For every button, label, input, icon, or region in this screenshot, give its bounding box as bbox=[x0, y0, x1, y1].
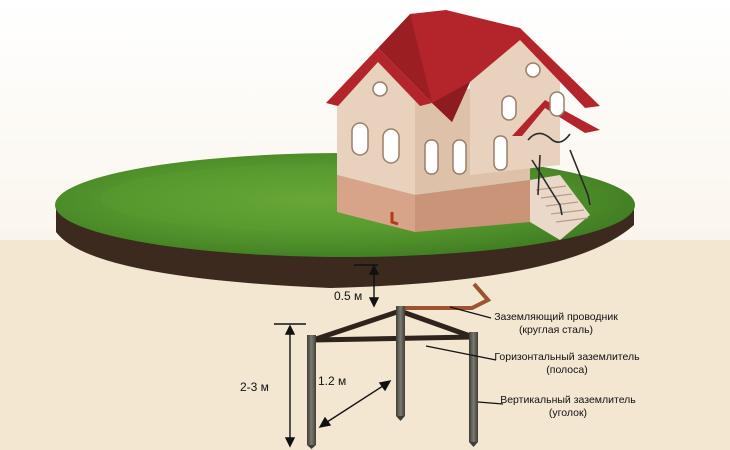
round-window bbox=[525, 62, 541, 78]
horizontal-strip bbox=[399, 308, 474, 340]
height-label: 2-3 м bbox=[240, 380, 269, 394]
vertical-label: Вертикальный заземлитель bbox=[500, 394, 636, 406]
vertical-rod bbox=[307, 335, 316, 445]
house bbox=[326, 10, 600, 240]
window bbox=[493, 135, 508, 171]
horizontal-label: Горизонтальный заземлитель bbox=[494, 351, 640, 363]
window bbox=[549, 91, 565, 117]
depth-label: 0.5 м bbox=[334, 289, 362, 303]
roof-left bbox=[326, 48, 432, 106]
spacing-dimension bbox=[318, 380, 392, 428]
window bbox=[424, 139, 439, 175]
porch-roof bbox=[512, 100, 600, 136]
leader-lines bbox=[425, 306, 504, 405]
spacing-label: 1.2 м bbox=[318, 374, 346, 388]
height-dimension bbox=[274, 323, 306, 448]
foundation-front bbox=[337, 175, 415, 232]
conductor-sublabel: (круглая сталь) bbox=[519, 324, 593, 336]
window bbox=[501, 95, 517, 121]
window bbox=[382, 128, 400, 164]
grounding-system bbox=[307, 306, 478, 449]
depth-dimension bbox=[354, 264, 380, 308]
vertical-rod bbox=[469, 332, 478, 442]
foundation-side bbox=[415, 180, 530, 232]
horizontal-strip bbox=[312, 334, 474, 343]
vertical-rod bbox=[396, 306, 405, 416]
horizontal-sublabel: (полоса) bbox=[546, 364, 587, 376]
window bbox=[452, 139, 467, 175]
window bbox=[351, 122, 369, 156]
railing bbox=[527, 132, 591, 216]
grounding-conductor bbox=[398, 282, 492, 310]
conductor-label: Заземляющий проводник bbox=[494, 311, 618, 323]
vertical-sublabel: (уголок) bbox=[549, 407, 587, 419]
horizontal-strip bbox=[312, 308, 401, 343]
round-window bbox=[372, 81, 388, 97]
ground-outlet bbox=[390, 212, 399, 226]
